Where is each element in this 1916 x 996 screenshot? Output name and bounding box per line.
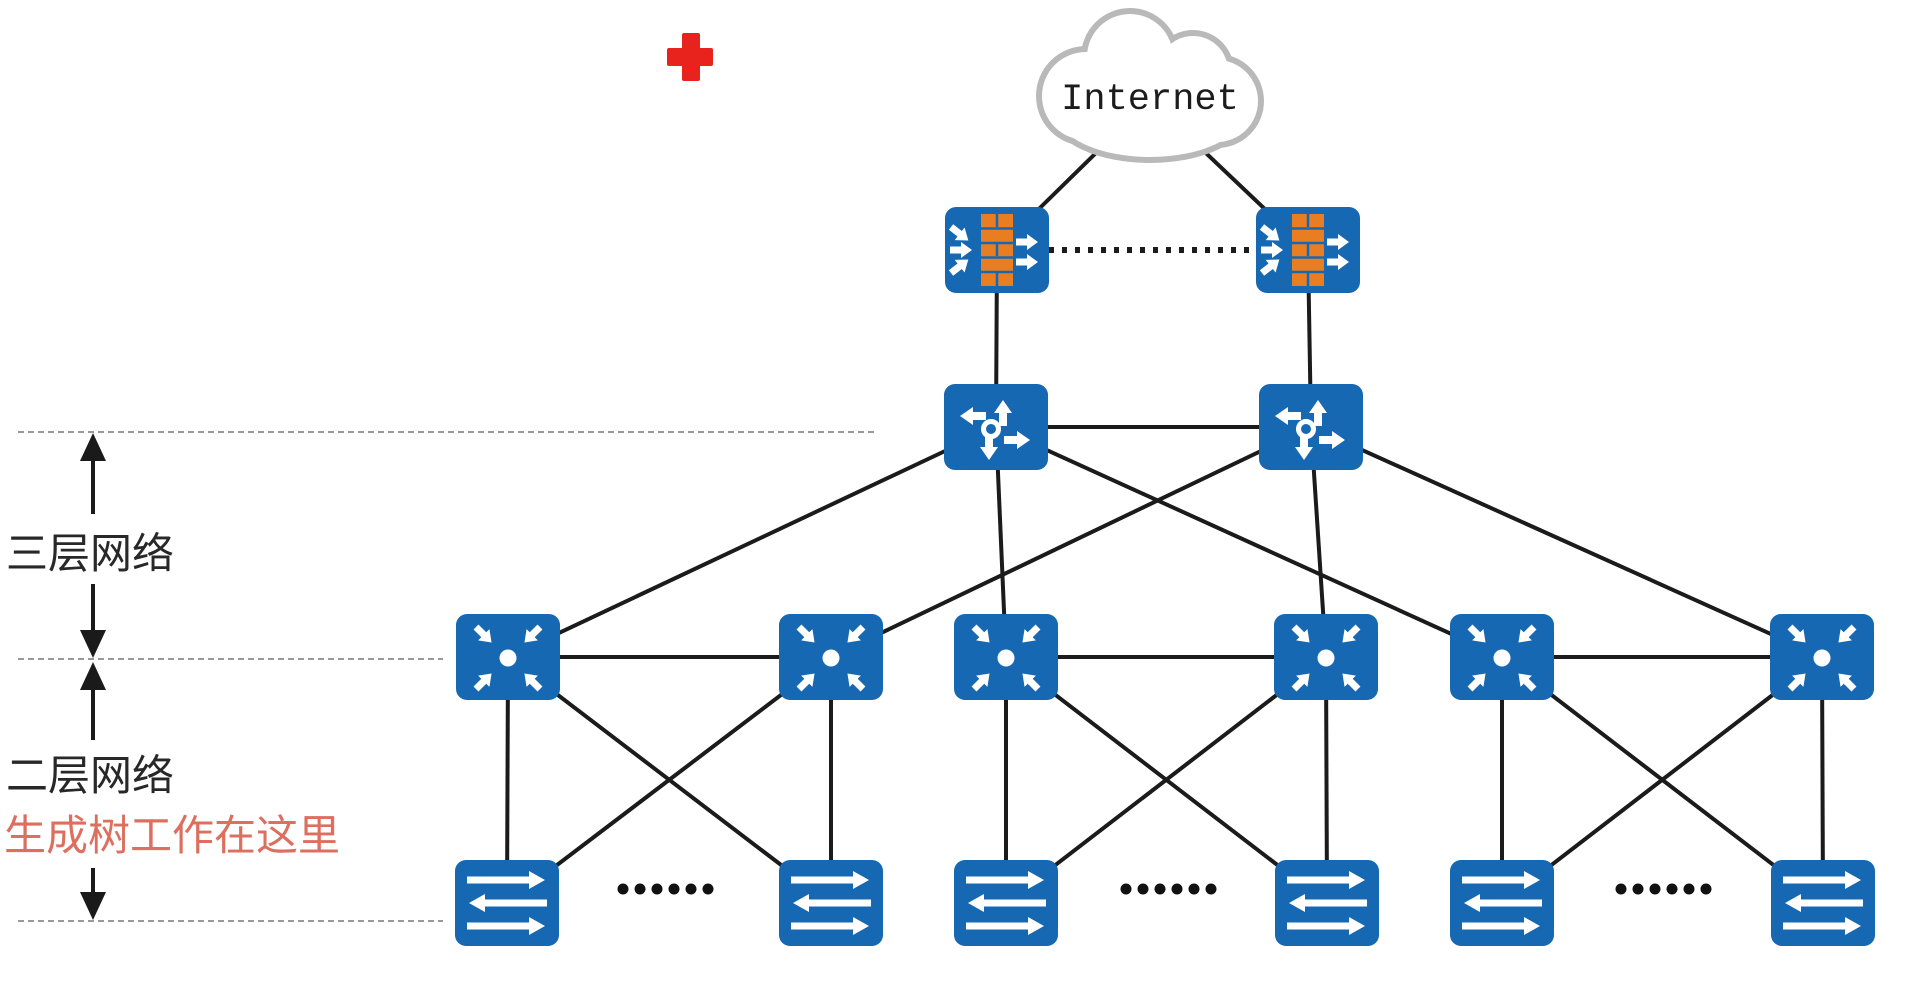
aggregation-switch-icon [1274,614,1378,700]
layer3-label: 三层网络 [6,529,175,578]
access-switch-icon [954,860,1058,946]
core-router-1 [944,384,1048,470]
ellipsis-dots [617,883,1712,895]
access-switch-icon [1771,860,1875,946]
aggregation-switch-icon [1450,614,1554,700]
firewall-icon [1256,207,1360,293]
layer2-range-arrow [80,662,106,920]
access-switch-6 [1771,860,1875,946]
network-links [505,98,1825,905]
access-switch-icon [779,860,883,946]
aggregation-switch-icon [954,614,1058,700]
aggregation-switch-icon [779,614,883,700]
layer3-range-arrow [80,433,106,658]
link-core-router-2--agg-switch-6 [1310,425,1823,659]
link-core-router-1--agg-switch-5 [995,425,1503,659]
aggregation-switch-icon [1770,614,1874,700]
link-core-router-1--agg-switch-1 [507,425,997,659]
router-icon [944,384,1048,470]
agg-switch-4 [1274,614,1378,700]
agg-switch-2 [779,614,883,700]
cloud-icon [1036,8,1264,163]
link-agg-switch-6--access-switch-5 [1500,655,1824,905]
access-switch-icon [1450,860,1554,946]
agg-switch-6 [1770,614,1874,700]
core-router-2 [1259,384,1363,470]
red-cross-icon [667,33,713,81]
firewall-1 [945,207,1049,293]
access-switch-1 [455,860,559,946]
access-switch-icon [455,860,559,946]
agg-switch-1 [456,614,560,700]
firewall-2 [1256,207,1360,293]
link-agg-switch-2--access-switch-1 [505,655,833,905]
access-switch-3 [954,860,1058,946]
link-agg-switch-4--access-switch-3 [1004,655,1328,905]
layer2-label: 二层网络 [6,751,175,800]
link-core-router-2--agg-switch-2 [830,425,1312,659]
router-icon [1259,384,1363,470]
access-switch-icon [1275,860,1379,946]
layer-guide-lines [18,431,876,922]
access-switch-2 [779,860,883,946]
access-switch-4 [1275,860,1379,946]
internet-label: Internet [1061,79,1239,121]
agg-switch-5 [1450,614,1554,700]
firewall-icon [945,207,1049,293]
spanning-tree-note: 生成树工作在这里 [4,811,341,860]
agg-switch-3 [954,614,1058,700]
access-switch-5 [1450,860,1554,946]
aggregation-switch-icon [456,614,560,700]
